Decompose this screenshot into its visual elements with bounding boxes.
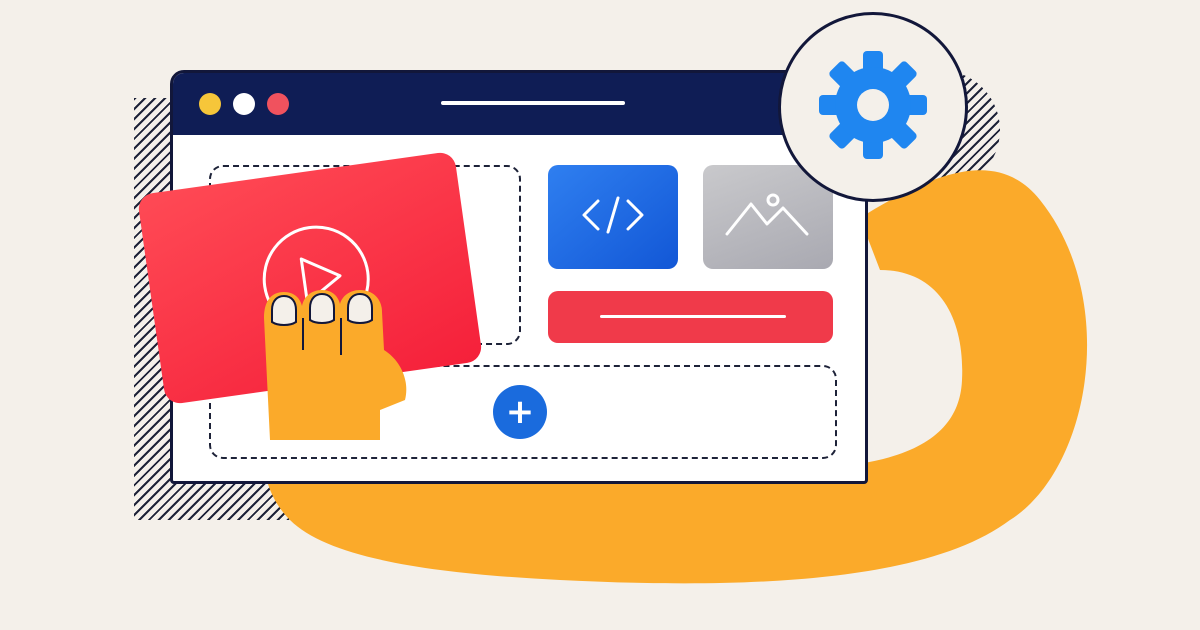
- settings-badge[interactable]: [778, 12, 968, 202]
- window-dot-close[interactable]: [267, 93, 289, 115]
- add-block-button[interactable]: +: [493, 385, 547, 439]
- window-titlebar: [173, 73, 865, 135]
- title-placeholder-line: [441, 101, 625, 105]
- image-icon: [723, 190, 813, 244]
- gear-icon: [813, 45, 933, 169]
- dropzone-add-block[interactable]: [209, 365, 837, 459]
- plus-icon: +: [505, 392, 535, 432]
- window-dot-minimize[interactable]: [199, 93, 221, 115]
- text-placeholder-line: [600, 315, 786, 318]
- code-icon: [578, 193, 648, 241]
- code-block-tile[interactable]: [548, 165, 678, 269]
- image-block-tile[interactable]: [703, 165, 833, 269]
- text-block-bar[interactable]: [548, 291, 833, 343]
- window-dot-maximize[interactable]: [233, 93, 255, 115]
